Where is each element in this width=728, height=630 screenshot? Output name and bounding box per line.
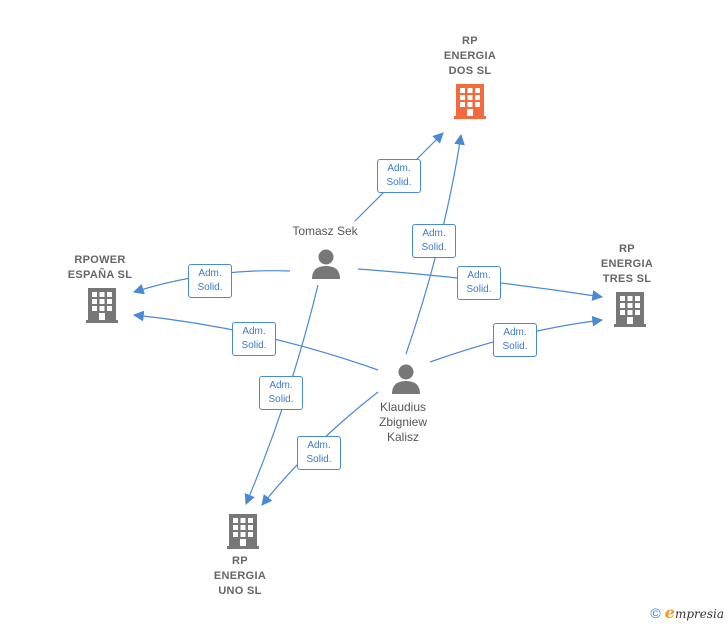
edge-label[interactable]: Adm. Solid. xyxy=(493,323,537,357)
building-icon[interactable] xyxy=(454,84,486,119)
footer-brand[interactable]: ©empresia xyxy=(650,603,724,622)
person-icon[interactable] xyxy=(392,364,420,395)
edge-label-line: Adm. xyxy=(467,270,491,281)
person-icon[interactable] xyxy=(312,249,340,280)
copyright-icon: © xyxy=(650,605,661,621)
company-label-line: ENERGIA xyxy=(213,570,267,582)
edge-label-line: Adm. xyxy=(503,327,527,338)
edge-label-line: Adm. xyxy=(242,326,266,337)
person-label-line: Tomasz Sek xyxy=(292,224,358,238)
person-label-line: Zbigniew xyxy=(378,415,428,429)
edge-label-line: Solid. xyxy=(268,394,294,405)
edge-label-line: Solid. xyxy=(197,282,223,293)
person-label-line: Klaudius xyxy=(379,400,427,414)
company-label-line: RP xyxy=(232,555,248,567)
company-label-rpower-espana[interactable]: RPOWER ESPAÑA SL xyxy=(55,253,145,283)
person-label-tomasz-sek[interactable]: Tomasz Sek xyxy=(270,224,380,239)
company-label-line: ENERGIA xyxy=(600,258,654,270)
edge-label-line: Solid. xyxy=(466,284,492,295)
company-label-rp-energia-tres[interactable]: RP ENERGIA TRES SL xyxy=(582,242,672,287)
building-icon[interactable] xyxy=(227,514,259,549)
company-label-line: DOS SL xyxy=(448,65,492,77)
edge-label-line: Adm. xyxy=(307,440,331,451)
edge-label-line: Solid. xyxy=(421,242,447,253)
edge-label-line: Adm. xyxy=(422,228,446,239)
company-label-line: ENERGIA xyxy=(443,50,497,62)
company-label-line: RP xyxy=(462,35,478,47)
edge-label-line: Solid. xyxy=(502,341,528,352)
edge-label[interactable]: Adm. Solid. xyxy=(297,436,341,470)
edge-label[interactable]: Adm. Solid. xyxy=(188,264,232,298)
edge-label[interactable]: Adm. Solid. xyxy=(232,322,276,356)
company-label-line: UNO SL xyxy=(218,585,262,597)
company-label-line: ESPAÑA SL xyxy=(67,269,133,281)
brand-logo-text: mpresia xyxy=(674,607,724,621)
edge-label-line: Solid. xyxy=(386,177,412,188)
edge-label[interactable]: Adm. Solid. xyxy=(457,266,501,300)
edge-label-line: Adm. xyxy=(198,268,222,279)
building-icon[interactable] xyxy=(614,292,646,327)
person-label-line: Kalisz xyxy=(386,430,419,444)
edge-label-line: Adm. xyxy=(387,163,411,174)
brand-logo-letter: e xyxy=(664,603,675,622)
company-label-rp-energia-dos[interactable]: RP ENERGIA DOS SL xyxy=(425,34,515,79)
building-icon[interactable] xyxy=(86,288,118,323)
edge-label-line: Solid. xyxy=(306,454,332,465)
company-label-line: TRES SL xyxy=(602,273,652,285)
edge-label-line: Solid. xyxy=(241,340,267,351)
edge-label[interactable]: Adm. Solid. xyxy=(412,224,456,258)
person-label-klaudius[interactable]: Klaudius Zbigniew Kalisz xyxy=(348,400,458,445)
edge-label[interactable]: Adm. Solid. xyxy=(259,376,303,410)
edge-label[interactable]: Adm. Solid. xyxy=(377,159,421,193)
company-label-line: RP xyxy=(619,243,635,255)
company-label-rp-energia-uno[interactable]: RP ENERGIA UNO SL xyxy=(195,554,285,599)
edges xyxy=(132,132,604,506)
edge-label-line: Adm. xyxy=(269,380,293,391)
company-label-line: RPOWER xyxy=(74,254,126,266)
